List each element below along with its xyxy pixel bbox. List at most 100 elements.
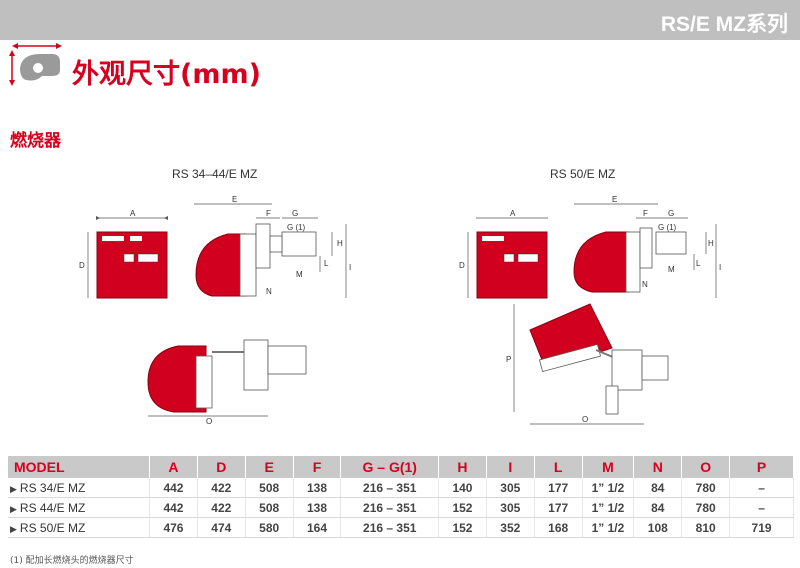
model-cell: ▶RS 44/E MZ xyxy=(8,497,151,518)
burner-drawings: A D E F G G (1) H L I M N xyxy=(79,195,721,426)
col-header: I xyxy=(486,456,535,478)
dim-label-g-left: G xyxy=(292,209,298,218)
col-header: F xyxy=(293,456,342,478)
col-header: MODEL xyxy=(8,456,151,478)
dim-label-n-right: N xyxy=(642,280,648,289)
table-cell: 352 xyxy=(486,517,535,538)
table-cell: 305 xyxy=(486,478,535,498)
header-bar: RS/E MZ系列 xyxy=(0,0,800,40)
table-cell: 1” 1/2 xyxy=(582,517,635,538)
table-cell: 138 xyxy=(293,478,342,498)
dim-label-a-right: A xyxy=(510,209,516,218)
col-header: G – G(1) xyxy=(340,456,440,478)
table-cell: 177 xyxy=(534,497,583,518)
table-cell: 1” 1/2 xyxy=(582,478,635,498)
table-cell: 84 xyxy=(633,478,683,498)
col-header: P xyxy=(729,456,794,478)
table-row: ▶RS 50/E MZ 476 474 580 164 216 – 351 15… xyxy=(8,517,794,538)
section-title: 燃烧器 xyxy=(10,131,61,151)
spec-table: MODEL A D E F G – G(1) H I L M N O P ▶RS… xyxy=(8,456,794,538)
table-cell: 164 xyxy=(293,517,342,538)
table-cell: 810 xyxy=(681,517,731,538)
dim-label-f-right: F xyxy=(643,209,648,218)
dim-label-p: P xyxy=(506,355,511,364)
col-header: L xyxy=(534,456,583,478)
dim-label-i-right: I xyxy=(719,263,721,272)
table-cell: 152 xyxy=(438,497,487,518)
table-cell: 84 xyxy=(633,497,683,518)
table-cell: 442 xyxy=(149,478,198,498)
col-header: M xyxy=(582,456,635,478)
right-front-view: A D xyxy=(459,209,548,299)
right-bottom-view: P O xyxy=(506,303,669,425)
table-cell: 780 xyxy=(681,497,731,518)
table-cell: – xyxy=(729,478,794,498)
dim-label-g1-left: G (1) xyxy=(287,223,306,232)
table-cell: 168 xyxy=(534,517,583,538)
col-header: O xyxy=(681,456,731,478)
dimension-icon xyxy=(9,43,62,86)
arrow-icon: ▶ xyxy=(10,483,17,494)
dim-label-d-right: D xyxy=(459,261,465,270)
table-row: ▶RS 34/E MZ 442 422 508 138 216 – 351 14… xyxy=(8,478,794,498)
table-cell: 108 xyxy=(633,517,683,538)
col-header: A xyxy=(149,456,198,478)
caption-right: RS 50/E MZ xyxy=(550,167,616,181)
footnote: (1) 配加长燃烧头的燃烧器尺寸 xyxy=(10,556,134,566)
table-cell: 422 xyxy=(197,497,246,518)
dim-label-i-left: I xyxy=(349,263,351,272)
dim-label-h-left: H xyxy=(337,239,343,248)
table-cell: 152 xyxy=(438,517,487,538)
dim-label-n-left: N xyxy=(266,287,272,296)
table-cell: 216 – 351 xyxy=(340,478,440,498)
right-side-view: E F G G (1) H L I M N xyxy=(573,195,721,298)
dim-label-d: D xyxy=(79,261,85,270)
model-cell: ▶RS 50/E MZ xyxy=(8,517,151,538)
dim-label-e-right: E xyxy=(612,195,617,204)
model-name: RS 44/E MZ xyxy=(19,500,86,515)
table-header-row: MODEL A D E F G – G(1) H I L M N O P xyxy=(8,456,794,478)
dim-label-m-right: M xyxy=(668,265,675,274)
model-name: RS 50/E MZ xyxy=(19,520,86,535)
page-title: 外观尺寸(mm) xyxy=(72,59,261,90)
table-cell: 719 xyxy=(729,517,794,538)
table-row: ▶RS 44/E MZ 442 422 508 138 216 – 351 15… xyxy=(8,497,794,518)
arrow-icon: ▶ xyxy=(10,503,17,514)
model-name: RS 34/E MZ xyxy=(19,480,86,495)
table-cell: 216 – 351 xyxy=(340,517,440,538)
caption-left: RS 34–44/E MZ xyxy=(172,167,258,181)
dim-label-g-right: G xyxy=(668,209,674,218)
model-cell: ▶RS 34/E MZ xyxy=(8,478,151,498)
table-cell: 422 xyxy=(197,478,246,498)
table-cell: 476 xyxy=(149,517,198,538)
dim-label-l-right: L xyxy=(696,259,701,268)
table-cell: 508 xyxy=(245,497,294,518)
left-bottom-view: O xyxy=(147,339,307,426)
col-header: H xyxy=(438,456,487,478)
dim-label-l-left: L xyxy=(324,259,329,268)
dim-label-a: A xyxy=(130,209,136,218)
table-cell: 216 – 351 xyxy=(340,497,440,518)
table-cell: – xyxy=(729,497,794,518)
col-header: D xyxy=(197,456,246,478)
dim-label-f-left: F xyxy=(266,209,271,218)
table-cell: 442 xyxy=(149,497,198,518)
dim-label-e-left: E xyxy=(232,195,237,204)
col-header: E xyxy=(245,456,294,478)
col-header: N xyxy=(633,456,683,478)
table-cell: 177 xyxy=(534,478,583,498)
table-cell: 140 xyxy=(438,478,487,498)
arrow-icon: ▶ xyxy=(10,523,17,534)
table-cell: 780 xyxy=(681,478,731,498)
table-cell: 1” 1/2 xyxy=(582,497,635,518)
left-front-view: A D xyxy=(79,209,168,299)
table-cell: 138 xyxy=(293,497,342,518)
left-side-view: E F G G (1) H L I M N xyxy=(194,195,351,298)
dim-label-h-right: H xyxy=(708,239,714,248)
table-cell: 305 xyxy=(486,497,535,518)
series-title: RS/E MZ系列 xyxy=(660,13,788,36)
dim-label-g1-right: G (1) xyxy=(658,223,677,232)
dim-label-o-right: O xyxy=(582,415,588,424)
dim-label-o-left: O xyxy=(206,417,212,426)
table-cell: 508 xyxy=(245,478,294,498)
